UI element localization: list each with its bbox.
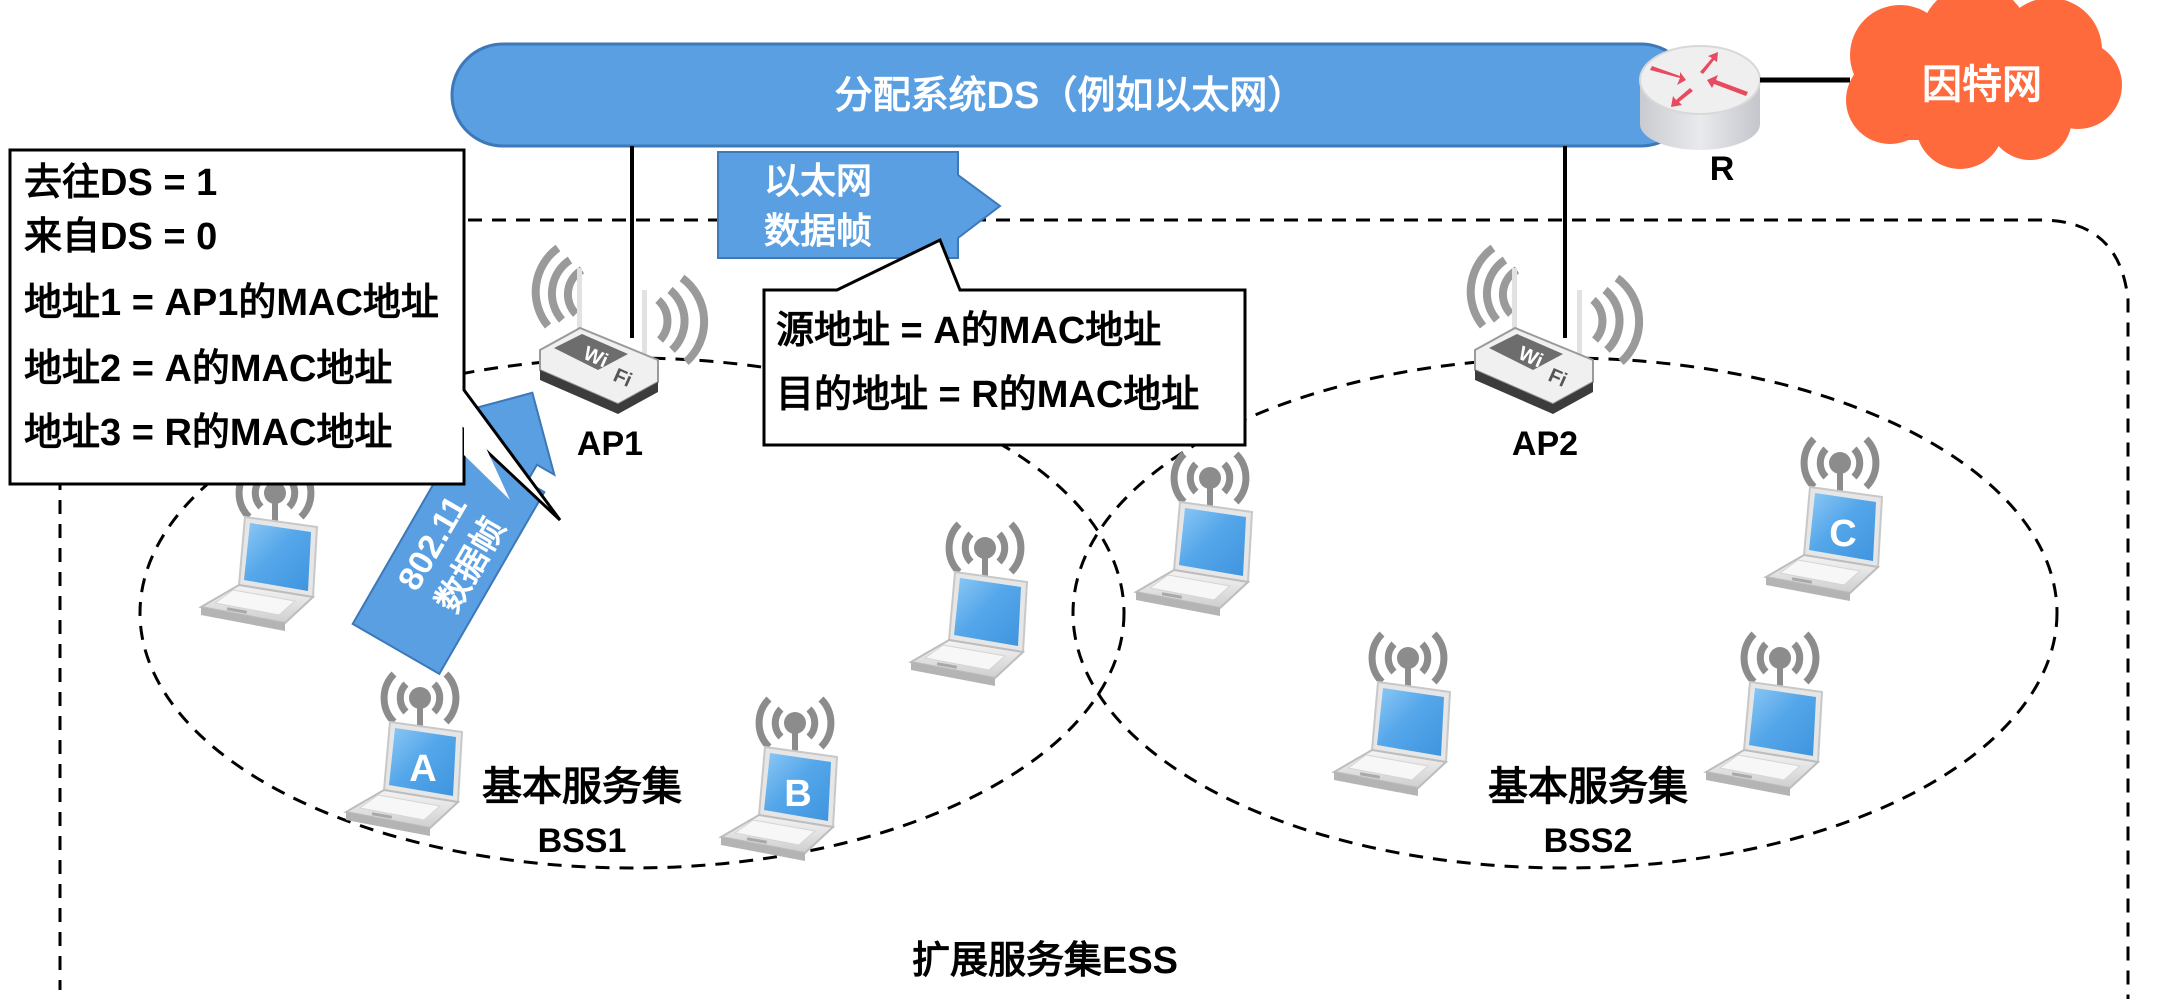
station-c-label: C <box>1829 513 1856 555</box>
callout-80211-header <box>8 148 562 522</box>
callout-80211-line-to-ds: 去往DS = 1 <box>24 162 218 204</box>
laptop-icon <box>1766 439 1882 601</box>
station-bss2-3 <box>1334 634 1450 796</box>
router-label: R <box>1710 150 1735 188</box>
router-arrows-icon <box>1650 52 1748 107</box>
laptop-icon <box>201 469 317 631</box>
laptop-icon <box>346 674 462 836</box>
ess-label: 扩展服务集ESS <box>912 940 1178 982</box>
laptop-icon <box>1706 634 1822 796</box>
station-bss2-4 <box>1706 634 1822 796</box>
station-a: A <box>346 674 462 836</box>
ethernet-frame-shape <box>717 151 1002 259</box>
ap2-label: AP2 <box>1512 425 1578 463</box>
access-point-ap2: AP2 <box>1471 248 1639 463</box>
cloud-icon <box>1846 0 2122 169</box>
station-b: B <box>721 699 837 861</box>
callout-80211-line-addr3: 地址3 = R的MAC地址 <box>24 412 393 454</box>
callout-80211-line-from-ds: 来自DS = 0 <box>24 216 218 258</box>
station-bss2-1 <box>1136 454 1252 616</box>
station-a-label: A <box>409 748 436 790</box>
station-bss1-4 <box>911 524 1027 686</box>
bss2-subtitle: BSS2 <box>1544 822 1633 860</box>
internet-cloud: 因特网 <box>1846 0 2122 169</box>
router-top <box>1639 45 1761 115</box>
callout-ethernet-box <box>762 237 1247 447</box>
station-c: C <box>1766 439 1882 601</box>
callout-ethernet-header <box>762 237 1247 447</box>
wifi-router-icon <box>536 248 704 414</box>
ethernet-frame-line1: 以太网 <box>764 160 872 201</box>
ethernet-frame-line2: 数据帧 <box>764 210 872 251</box>
laptop-icon <box>721 699 837 861</box>
callout-80211-box <box>8 148 562 522</box>
ap1-label: AP1 <box>577 425 643 463</box>
bss1-subtitle: BSS1 <box>538 822 627 860</box>
laptop-icon <box>1136 454 1252 616</box>
access-point-ap1: AP1 <box>536 248 704 463</box>
bss2-title: 基本服务集 <box>1488 765 1688 809</box>
ethernet-frame-arrow: 以太网 数据帧 <box>717 151 1002 259</box>
station-bss1-1 <box>201 469 317 631</box>
callout-ethernet-line-src: 源地址 = A的MAC地址 <box>776 310 1162 352</box>
internet-label: 因特网 <box>1922 63 2042 107</box>
wifi-router-icon <box>1471 248 1639 414</box>
callout-ethernet-line-dst: 目的地址 = R的MAC地址 <box>776 374 1200 416</box>
station-b-label: B <box>784 773 811 815</box>
callout-80211-line-addr1: 地址1 = AP1的MAC地址 <box>24 282 439 324</box>
ds-label: 分配系统DS（例如以太网） <box>835 75 1306 117</box>
bss1-title: 基本服务集 <box>482 765 682 809</box>
laptop-icon <box>911 524 1027 686</box>
laptop-icon <box>1334 634 1450 796</box>
distribution-system: 分配系统DS（例如以太网） <box>450 42 1694 148</box>
router: R <box>1639 45 1761 188</box>
callout-80211-line-addr2: 地址2 = A的MAC地址 <box>24 348 393 390</box>
